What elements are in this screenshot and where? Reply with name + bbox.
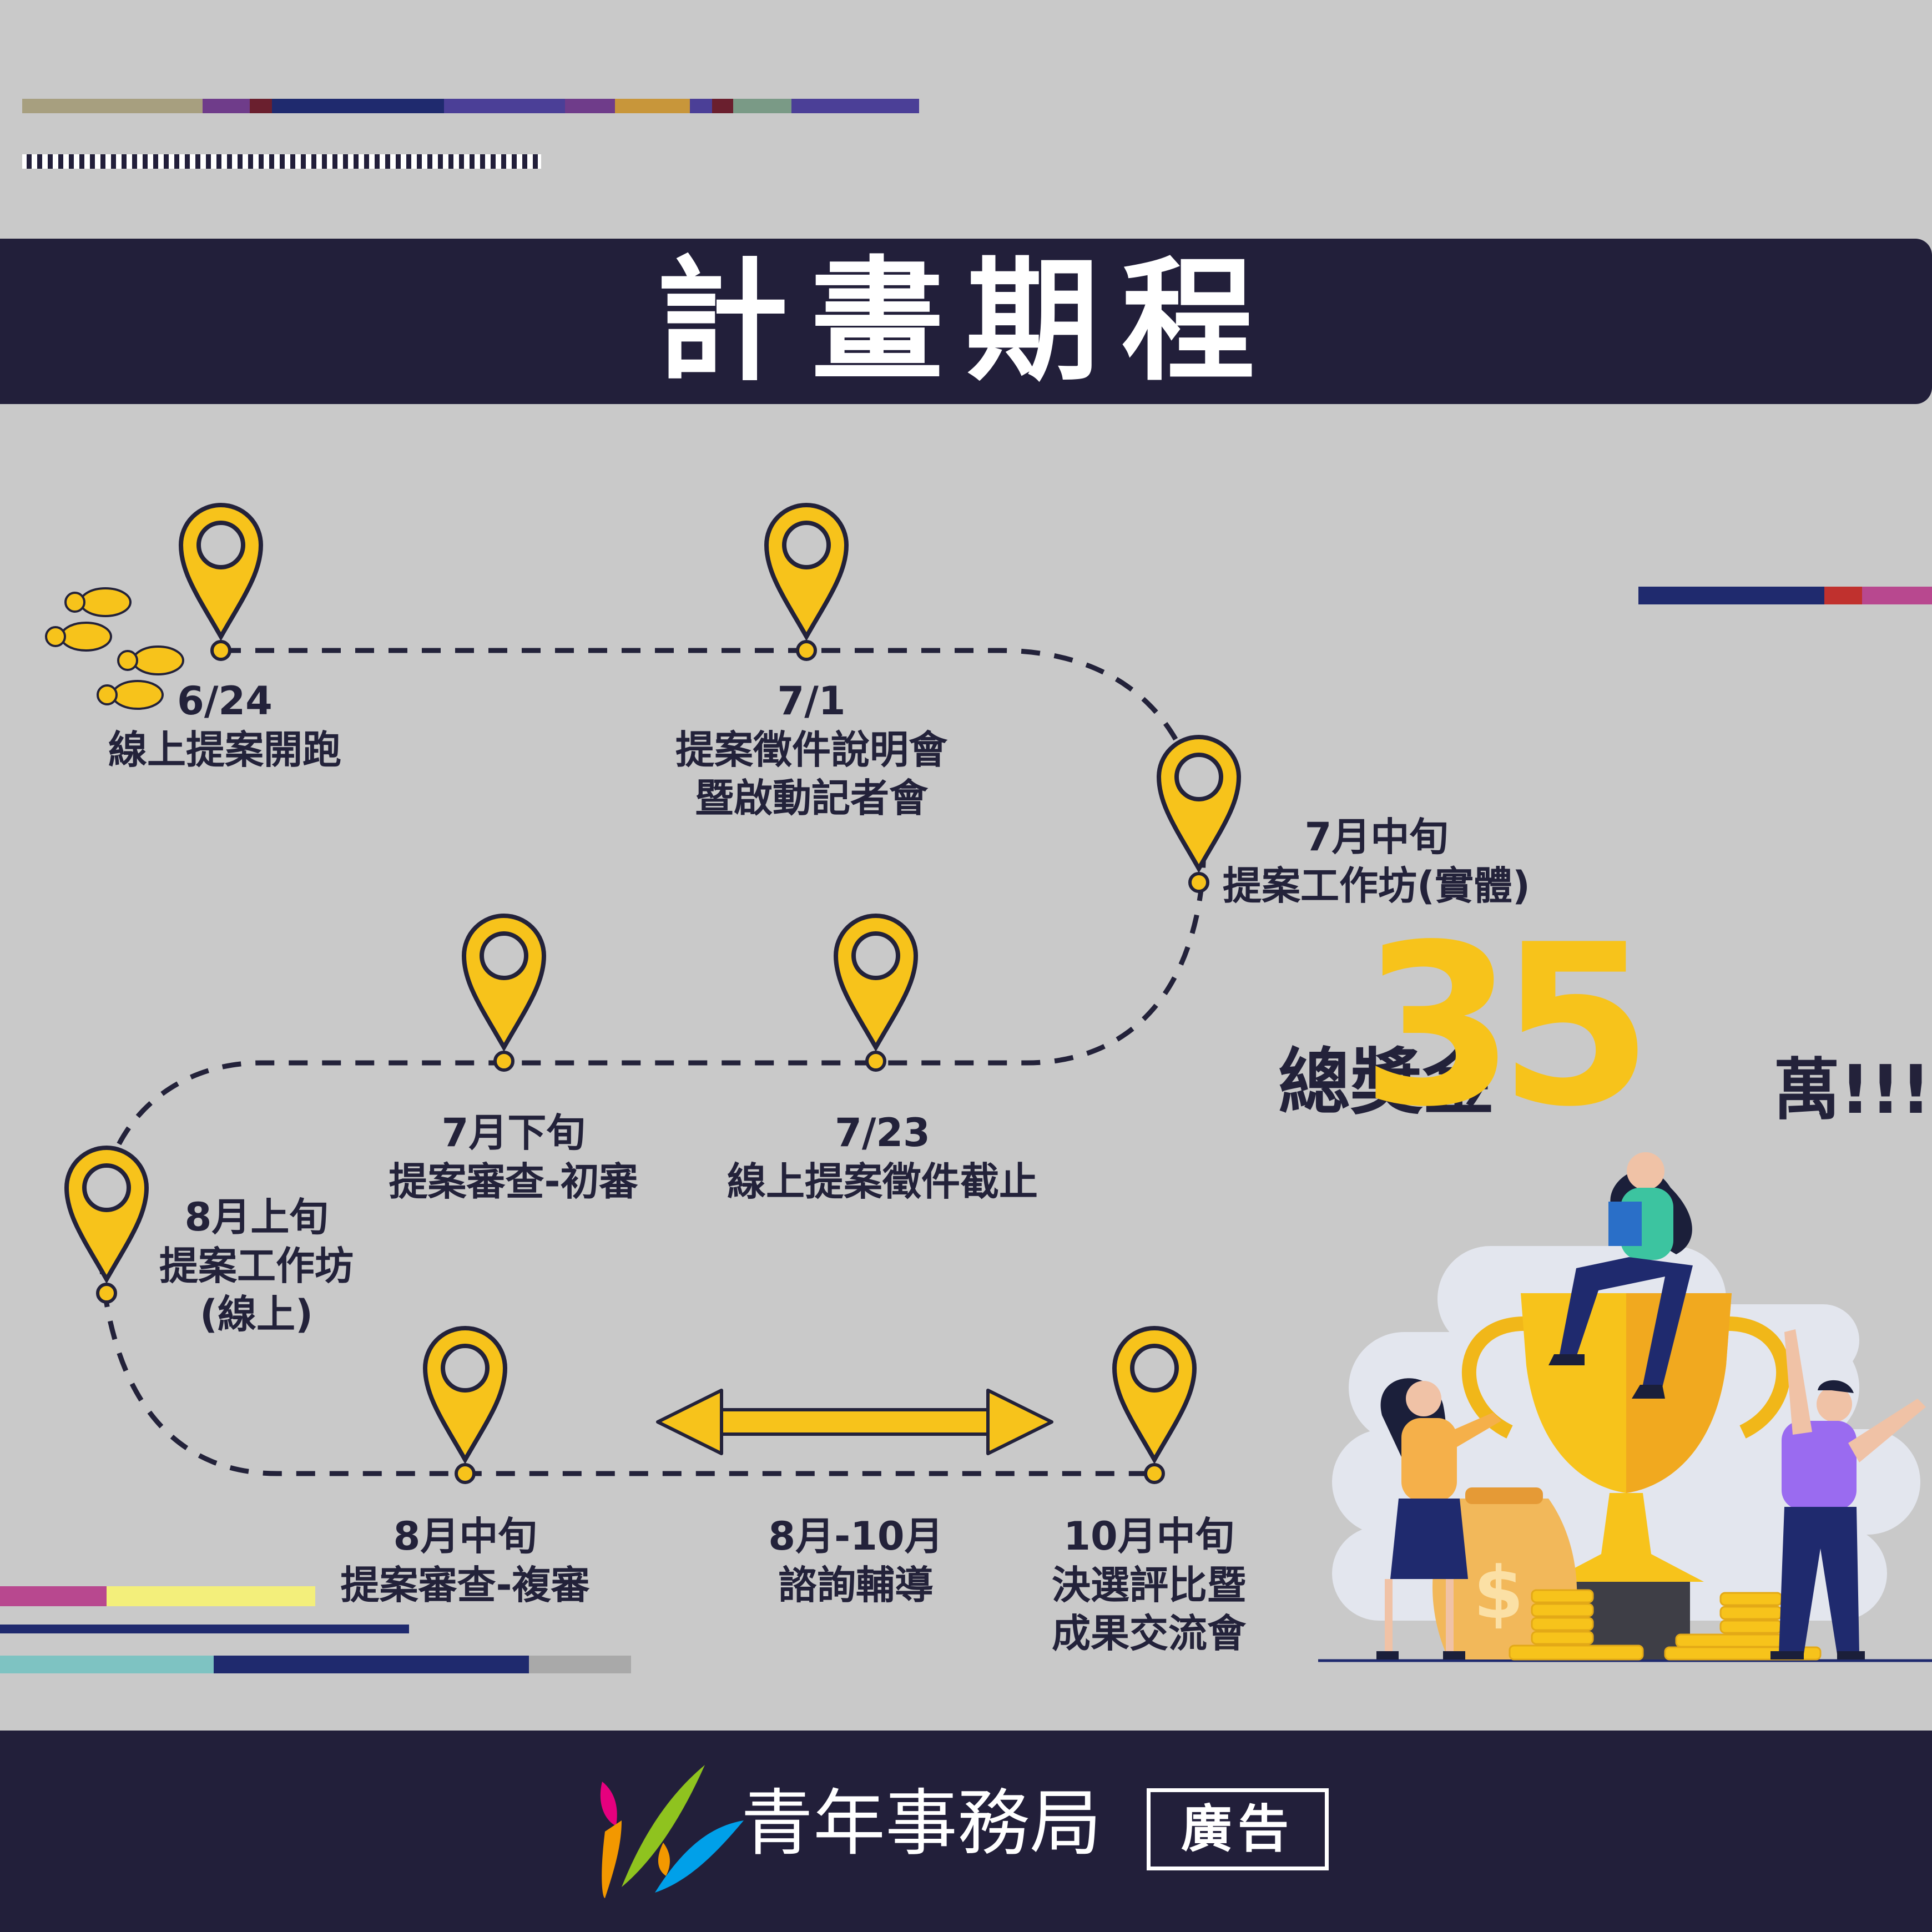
page-title: 計畫期程 xyxy=(655,244,1277,399)
footer xyxy=(0,1731,1932,1932)
person-man-right xyxy=(1770,1329,1926,1659)
ad-label: 廣告 xyxy=(1181,1799,1294,1859)
milestone-5: 7月下旬 提案審查-初審 xyxy=(389,1109,638,1206)
milestone-desc: 線上提案開跑 xyxy=(108,727,341,773)
milestone-desc: 諮詢輔導 xyxy=(778,1562,934,1608)
milestone-8: 8月-10月 諮詢輔導 xyxy=(768,1512,943,1610)
organization-name: 青年事務局 xyxy=(741,1781,1102,1865)
milestone-date: 8月-10月 xyxy=(768,1514,944,1559)
svg-text:$: $ xyxy=(1474,1551,1524,1635)
milestone-6: 8月上旬 提案工作坊 (線上) xyxy=(159,1193,354,1339)
milestone-desc: 提案審查-複審 xyxy=(340,1562,590,1608)
milestone-desc: 線上提案徵件截止 xyxy=(727,1158,1038,1204)
milestone-desc: 決選評比暨 xyxy=(1052,1562,1246,1608)
milestone-desc: 暨啟動記者會 xyxy=(695,775,928,821)
double-arrow-icon xyxy=(656,1389,1053,1455)
milestone-4: 7/23 線上提案徵件截止 xyxy=(727,1109,1038,1206)
milestone-desc: 提案審查-初審 xyxy=(389,1158,638,1204)
prize-amount: 35 xyxy=(1360,897,1653,1156)
milestone-date: 8月中旬 xyxy=(393,1514,537,1559)
milestone-7: 8月中旬 提案審查-複審 xyxy=(340,1512,589,1610)
milestone-date: 8月上旬 xyxy=(184,1194,329,1240)
milestone-desc: (線上) xyxy=(200,1292,313,1337)
milestone-desc: 提案徵件說明會 xyxy=(675,727,947,773)
milestone-desc: 成果交流會 xyxy=(1052,1611,1246,1656)
milestone-1: 6/24 線上提案開跑 xyxy=(108,677,341,774)
person-woman-left xyxy=(1376,1378,1501,1659)
title-banner: 計畫期程 xyxy=(0,239,1932,404)
milestone-desc: 提案工作坊 xyxy=(159,1243,354,1289)
prize-suffix: 萬!!! xyxy=(1773,1052,1931,1129)
milestone-date: 7月中旬 xyxy=(1304,814,1449,860)
person-sitting-reading xyxy=(1548,1152,1693,1399)
milestone-date: 7月下旬 xyxy=(441,1110,586,1156)
milestone-9: 10月中旬 決選評比暨 成果交流會 xyxy=(1052,1512,1246,1658)
milestone-3: 7月中旬 提案工作坊(實體) xyxy=(1223,813,1530,910)
prize-prefix: 總獎金 xyxy=(1278,1040,1495,1124)
milestone-date: 7/23 xyxy=(835,1110,930,1156)
milestone-2: 7/1 提案徵件說明會 暨啟動記者會 xyxy=(675,677,947,823)
ad-badge: 廣告 xyxy=(1147,1788,1329,1870)
milestone-desc: 提案工作坊(實體) xyxy=(1223,862,1530,909)
milestone-date: 6/24 xyxy=(177,678,273,724)
milestone-date: 7/1 xyxy=(777,678,846,724)
milestone-date: 10月中旬 xyxy=(1063,1514,1234,1559)
